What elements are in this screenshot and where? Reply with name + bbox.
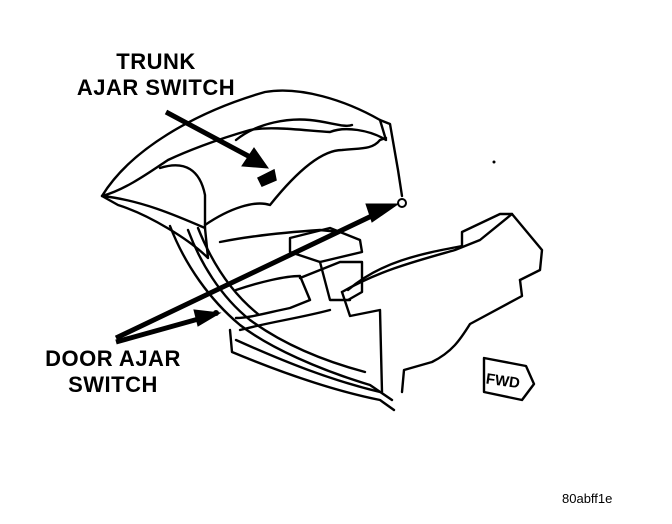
door-leader-line-lower: [115, 315, 203, 345]
door-opening-outer: [168, 224, 394, 402]
seat-back-inner-contour: [234, 118, 354, 142]
stray-dot: [492, 160, 496, 164]
floor-tunnel: [288, 226, 364, 264]
sill-inner: [234, 338, 382, 394]
seat-back-left-bolster: [158, 164, 207, 230]
seat-back-top-outline: [100, 89, 388, 198]
trunk-label-line-1: TRUNK: [116, 49, 196, 74]
trunk-leader-line: [164, 109, 254, 161]
front-box-front: [340, 290, 384, 394]
door-label-line-2: SWITCH: [68, 372, 158, 397]
door-leader-arrowhead-lower: [193, 309, 222, 327]
door-opening-inner-1: [186, 228, 367, 374]
center-console: [298, 260, 364, 302]
door-ajar-switch-label: DOOR AJAR SWITCH: [20, 346, 206, 398]
sill-bottom: [228, 328, 396, 412]
trunk-label-line-2: AJAR SWITCH: [76, 75, 236, 100]
door-label-line-1: DOOR AJAR: [45, 346, 181, 371]
trunk-leader-arrowhead: [241, 147, 270, 169]
fwd-arrow-outline: [482, 356, 536, 402]
front-box-top: [340, 212, 544, 294]
door-leader-arrowhead-upper: [365, 203, 400, 223]
floor-front-edge: [238, 308, 332, 332]
front-box-side: [400, 278, 524, 394]
front-box-curve: [346, 244, 464, 292]
fwd-tag-text: FWD: [485, 371, 521, 393]
floor-tunnel-side: [318, 260, 352, 302]
figure-id: 80abff1e: [562, 491, 613, 506]
door-opening-inner-2: [196, 226, 260, 316]
seat-back-center-contour: [203, 136, 388, 227]
floor-rear-step: [234, 274, 312, 320]
seat-back-right-edge: [378, 118, 404, 198]
trunk-ajar-switch-label: TRUNK AJAR SWITCH: [58, 49, 254, 101]
trunk-ajar-switch-marker: [256, 168, 277, 187]
seat-back-front-face: [100, 194, 210, 260]
front-box-edge: [460, 212, 514, 248]
door-ajar-switch-marker: [397, 198, 407, 208]
door-leader-line-upper: [114, 209, 382, 341]
